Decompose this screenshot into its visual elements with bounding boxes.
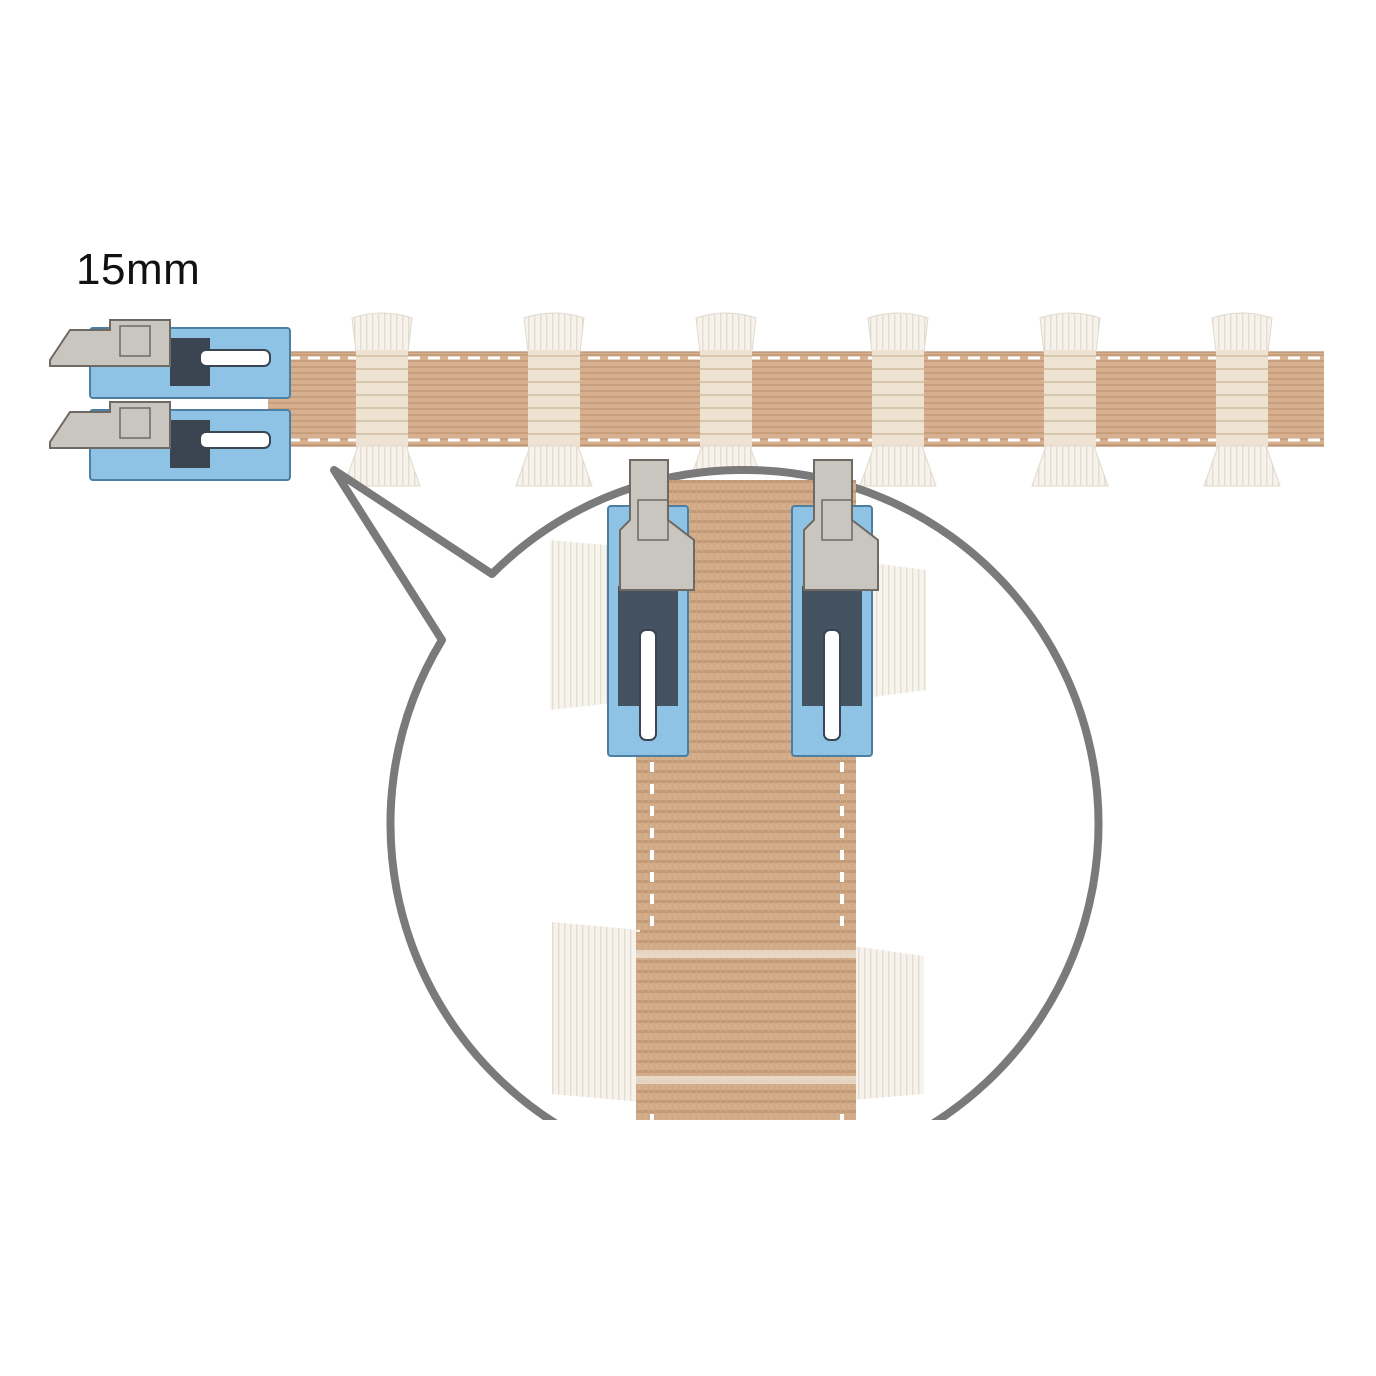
ribbon-band bbox=[268, 352, 1324, 446]
tassel bbox=[1031, 312, 1109, 487]
zoom-presser-foot-right bbox=[791, 459, 879, 757]
ribbon-tassels bbox=[343, 312, 1281, 487]
tassel bbox=[1203, 312, 1281, 487]
tassel bbox=[859, 312, 937, 487]
zoom-tassel-bottom bbox=[552, 922, 924, 1102]
overview-ribbon bbox=[268, 351, 1324, 447]
size-label: 15mm bbox=[76, 245, 201, 294]
tassel bbox=[515, 312, 593, 487]
tassel bbox=[343, 312, 421, 487]
zoom-presser-foot-left bbox=[607, 459, 695, 757]
presser-foot-top bbox=[49, 319, 291, 399]
tassel bbox=[687, 312, 765, 487]
zoom-callout bbox=[330, 459, 1103, 1120]
presser-foot-bottom bbox=[49, 401, 291, 481]
